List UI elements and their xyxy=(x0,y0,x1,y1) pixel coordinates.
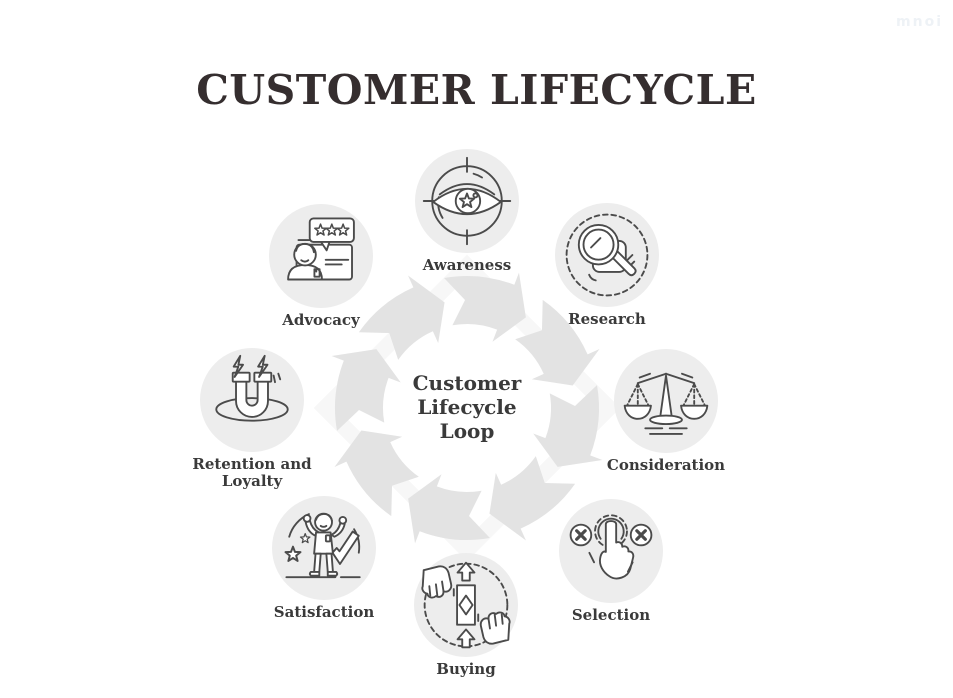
consideration-circle xyxy=(614,349,718,453)
stage-label-selection: Selection xyxy=(571,606,651,624)
stage-label-awareness: Awareness xyxy=(422,256,512,274)
stage-label-consideration: Consideration xyxy=(606,456,726,474)
stage-label-research: Research xyxy=(568,310,646,328)
research-circle xyxy=(555,203,659,307)
stage-label-satisfaction: Satisfaction xyxy=(273,603,375,621)
stage-satisfaction: Satisfaction xyxy=(254,496,394,621)
eye-target-icon xyxy=(422,156,512,246)
stage-selection: Selection xyxy=(541,499,681,624)
stage-retention-loyalty: Retention and Loyalty xyxy=(182,348,322,490)
buying-circle xyxy=(414,553,518,657)
loop-center-line: Customer xyxy=(412,371,522,395)
stage-advocacy: Advocacy xyxy=(251,204,391,329)
magnet-icon xyxy=(215,354,289,422)
stage-buying: Buying xyxy=(396,553,536,678)
stage-consideration: Consideration xyxy=(596,349,736,474)
review-person-icon xyxy=(287,217,355,281)
magnifier-icon xyxy=(565,213,649,297)
loop-center-line: Lifecycle xyxy=(417,395,517,419)
awareness-circle xyxy=(415,149,519,253)
stage-awareness: Awareness xyxy=(397,149,537,274)
loop-center-line: Loop xyxy=(439,419,495,443)
button-press-icon xyxy=(569,514,653,580)
page-title: CUSTOMER LIFECYCLE xyxy=(196,66,757,114)
stage-research: Research xyxy=(537,203,677,328)
cheering-person-icon xyxy=(284,512,361,579)
stage-label-advocacy: Advocacy xyxy=(282,311,360,329)
loop-center-label: Customer Lifecycle Loop xyxy=(367,371,567,443)
advocacy-circle xyxy=(269,204,373,308)
stage-label-retention-loyalty: Retention and Loyalty xyxy=(192,455,312,490)
retention-circle xyxy=(200,348,304,452)
satisfaction-circle xyxy=(272,496,376,600)
scales-icon xyxy=(623,372,709,435)
selection-circle xyxy=(559,499,663,603)
corner-watermark-text: mnoi xyxy=(896,14,943,30)
money-exchange-icon xyxy=(421,561,511,649)
stage-label-buying: Buying xyxy=(436,660,496,678)
